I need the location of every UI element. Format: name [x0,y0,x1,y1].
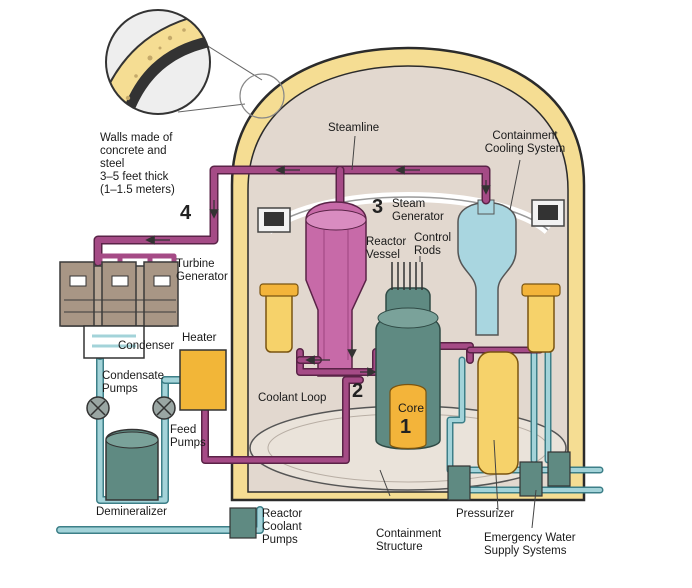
emergency-water-tanks [229,451,571,539]
pressurizer [477,351,519,475]
coolant-flow-arrows [305,340,377,377]
demineralizer-label: Demineralizer [96,506,167,518]
containment-structure-label: Containment Structure [376,528,442,553]
feed-pump [152,396,176,420]
control-rods-label: Control Rods [414,232,452,257]
condenser-label: Condenser [118,340,175,352]
step-number-3: 3 [372,196,384,218]
steam-flow-arrows [145,165,491,245]
demineralizer [105,428,159,501]
wall-magnifier [105,9,285,119]
emergency-water-label: Emergency Water Supply Systems [484,532,576,557]
feed-pumps-label: Feed Pumps [170,424,206,449]
reactor-core [389,383,427,450]
cooling-fans [257,192,565,234]
step-number-1: 1 [400,416,412,438]
step-number-2: 2 [352,380,364,402]
steamline-label: Steamline [328,122,380,134]
condensate-pumps-label: Condensate Pumps [102,370,165,395]
condensate-pump [86,396,110,420]
step-number-4: 4 [180,202,192,224]
turbine-generator-label: Turbine Generator [176,258,228,283]
heater [179,349,227,411]
condenser [83,325,145,359]
reactor-coolant-pump-right [521,283,561,353]
heater-label: Heater [182,332,217,344]
steam-generator [305,201,367,377]
coolant-loop-label: Coolant Loop [258,392,327,404]
reactor-vessel-label: Reactor Vessel [366,236,407,261]
walls-label: Walls made of concrete and steel 3–5 fee… [100,132,175,196]
reactor-coolant-pump-left [259,283,299,353]
reactor-coolant-pumps-label: Reactor Coolant Pumps [262,508,303,546]
control-rods [391,262,423,290]
turbine-generator [59,261,179,327]
steam-generator-label: Steam Generator [392,198,444,223]
core-label: Core [398,401,425,415]
pressurizer-label: Pressurizer [456,508,515,520]
leader-lines [351,135,537,529]
containment-cooling-label: Containment Cooling System [484,130,566,155]
